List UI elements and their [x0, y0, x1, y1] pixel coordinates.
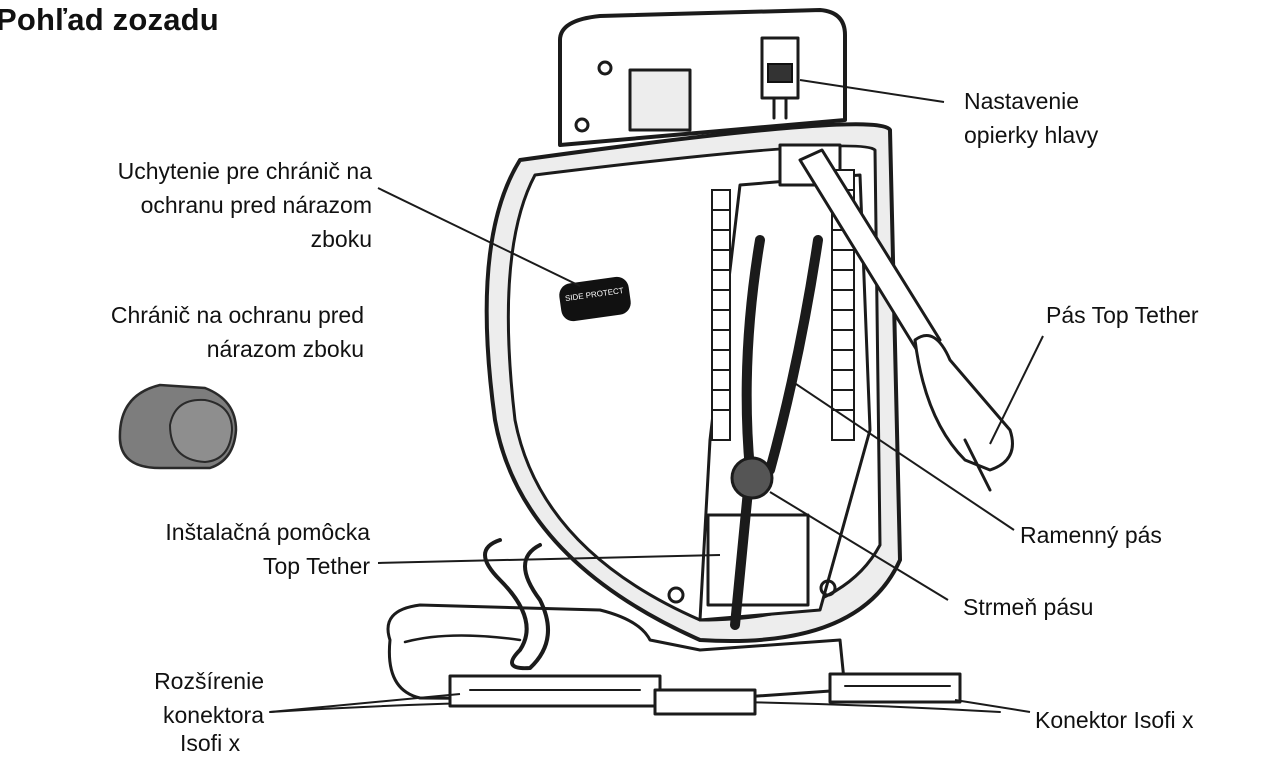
leader-lines: [269, 79, 1044, 713]
headrest: [558, 8, 847, 147]
label-belt-stirrup: Strmeň pásu: [963, 594, 1094, 620]
label-side-impact-mount: Uchytenie pre chránič na ochranu pred ná…: [117, 158, 372, 252]
leader-top-tether: [989, 335, 1044, 445]
label-side-impact-protector: Chránič na ochranu pred nárazom zboku: [110, 302, 364, 362]
headrest-adjust-handle: [767, 63, 793, 83]
leader-install-aid: [377, 554, 721, 564]
label-top-tether-strap: Pás Top Tether: [1046, 302, 1199, 328]
top-tether-strap: [798, 148, 1014, 492]
leader-isofix-extension: [269, 693, 461, 713]
label-shoulder-belt: Ramenný pás: [1020, 522, 1162, 548]
label-isofix-connector: Konektor Isofi x: [1035, 707, 1194, 733]
install-aid-loop: [483, 538, 550, 671]
label-isofix-extension-2: Isofi x: [180, 730, 241, 756]
label-top-tether-install-aid: Inštalačná pomôcka Top Tether: [165, 519, 370, 579]
shoulder-belts: [730, 235, 823, 630]
seat-base: [386, 603, 962, 716]
leader-stirrup: [769, 491, 949, 601]
leader-isofix-connector: [954, 699, 1031, 713]
belt-stirrup-clip: [730, 456, 774, 500]
label-isofix-extension: Rozšírenie konektora: [154, 668, 264, 728]
label-headrest-adjustment: Nastavenie opierky hlavy: [964, 88, 1099, 148]
side-impact-badge: SIDE PROTECT: [559, 276, 631, 322]
leader-side-mount: [377, 187, 581, 287]
leader-headrest: [799, 79, 945, 103]
side-impact-protector-image: [118, 383, 238, 470]
page-title: Pohľad zozadu: [0, 2, 219, 37]
leader-shoulder-belt: [789, 379, 1015, 531]
